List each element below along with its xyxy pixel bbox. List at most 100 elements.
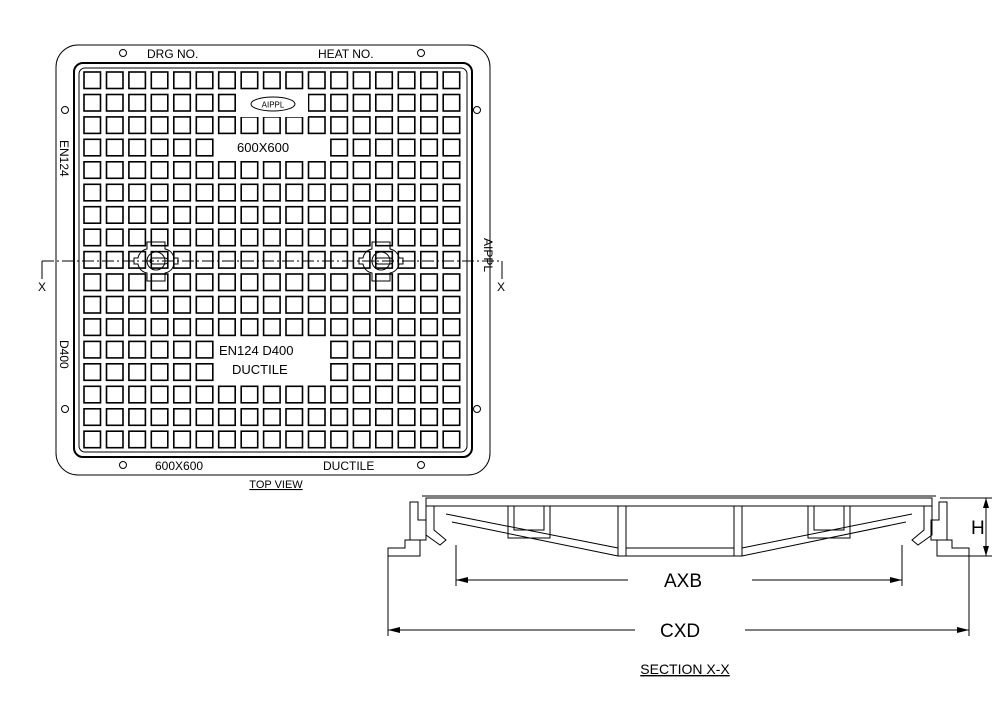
- tread-square: [397, 205, 416, 224]
- tread-square: [195, 138, 214, 157]
- tread-square: [217, 205, 236, 224]
- tread-square: [240, 407, 259, 427]
- tread-square: [217, 385, 236, 404]
- tread-square: [173, 362, 192, 382]
- tread-square: [352, 138, 371, 157]
- tread-square: [128, 71, 147, 90]
- tread-square: [352, 205, 371, 224]
- tread-square: [195, 71, 214, 90]
- section-caption: SECTION X-X: [640, 661, 730, 677]
- tread-square: [217, 183, 236, 202]
- tread-square: [195, 430, 214, 449]
- tread-square: [352, 430, 371, 449]
- tread-square: [105, 362, 124, 382]
- tread-square: [374, 71, 394, 90]
- tread-square: [397, 116, 416, 135]
- tread-square: [83, 161, 102, 180]
- tread-square: [419, 183, 439, 202]
- tread-square: [352, 362, 371, 382]
- tread-square: [105, 385, 124, 404]
- tread-square: [262, 116, 281, 135]
- tread-square: [352, 93, 371, 112]
- tread-square: [83, 385, 102, 404]
- tread-square: [397, 273, 416, 292]
- frame-hole: [417, 461, 425, 469]
- tread-square: [352, 340, 371, 359]
- right-maker-label: AIPPL: [481, 238, 495, 272]
- tread-square: [173, 71, 192, 90]
- cover-inner: [78, 67, 468, 453]
- tread-square: [330, 407, 349, 427]
- tread-square: [173, 318, 192, 337]
- tread-square: [307, 93, 326, 112]
- tread-square: [307, 295, 326, 314]
- tread-square: [240, 250, 259, 269]
- tread-square: [83, 93, 102, 112]
- frame-outer: [55, 44, 491, 476]
- size-mark: 600X600: [237, 140, 289, 155]
- tread-square: [374, 430, 394, 449]
- tread-square: [150, 273, 169, 292]
- tread-square: [374, 340, 394, 359]
- tread-square: [105, 93, 124, 112]
- tread-square: [374, 385, 394, 404]
- tread-square: [240, 385, 259, 404]
- logo-text: AIPPL: [262, 101, 285, 110]
- dim-label-axb: AXB: [664, 571, 702, 592]
- tread-square: [128, 385, 147, 404]
- tread-square: [150, 161, 169, 180]
- tread-square: [217, 71, 236, 90]
- tread-square: [397, 183, 416, 202]
- tread-square: [240, 71, 259, 90]
- tread-square: [419, 295, 439, 314]
- tread-square: [150, 362, 169, 382]
- tread-square: [419, 205, 439, 224]
- tread-square: [307, 183, 326, 202]
- tread-square: [83, 340, 102, 359]
- lift-pocket-left: [507, 505, 551, 539]
- frame-hole: [61, 106, 69, 114]
- tread-square: [330, 183, 349, 202]
- tread-square: [352, 116, 371, 135]
- heat-no-label: HEAT NO.: [318, 47, 374, 61]
- tread-square: [217, 430, 236, 449]
- tread-square: [173, 340, 192, 359]
- tread-square: [397, 385, 416, 404]
- tread-square: [173, 250, 192, 269]
- top-view-caption: TOP VIEW: [249, 479, 303, 491]
- tread-square: [128, 205, 147, 224]
- tread-square: [397, 138, 416, 157]
- tread-square: [330, 295, 349, 314]
- tread-square: [397, 93, 416, 112]
- tread-square: [352, 250, 371, 269]
- tread-square: [105, 407, 124, 427]
- tread-square: [352, 385, 371, 404]
- tread-square: [397, 161, 416, 180]
- tread-square: [307, 273, 326, 292]
- tread-square: [128, 362, 147, 382]
- tread-square: [419, 161, 439, 180]
- tread-square: [83, 273, 102, 292]
- tread-square: [285, 71, 304, 90]
- tread-square: [285, 385, 304, 404]
- tread-square: [442, 116, 461, 135]
- tread-square: [262, 430, 281, 449]
- tread-square: [173, 228, 192, 247]
- tread-square: [374, 116, 394, 135]
- tread-square: [83, 295, 102, 314]
- frame-hole: [417, 49, 425, 57]
- tread-square: [83, 71, 102, 90]
- tread-square: [173, 385, 192, 404]
- tread-square: [150, 183, 169, 202]
- tread-square: [442, 228, 461, 247]
- tread-square: [442, 273, 461, 292]
- tread-square: [352, 273, 371, 292]
- tread-square: [195, 161, 214, 180]
- grade-line-1: EN124 D400: [219, 343, 293, 358]
- tread-square: [442, 318, 461, 337]
- tread-square: [105, 116, 124, 135]
- tread-square: [307, 407, 326, 427]
- tread-square: [285, 250, 304, 269]
- tread-square: [173, 93, 192, 112]
- tread-square: [442, 161, 461, 180]
